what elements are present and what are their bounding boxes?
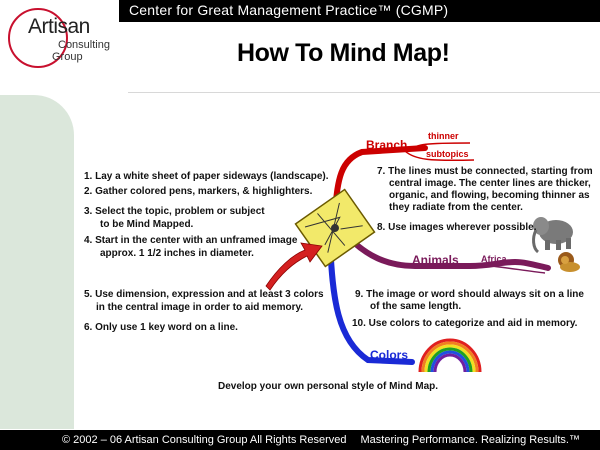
sidebar-decoration <box>0 95 74 429</box>
step-4a: 4. Start in the center with an unframed … <box>84 235 298 246</box>
header-banner: Center for Great Management Practice™ (C… <box>119 0 600 22</box>
step-3b: to be Mind Mapped. <box>100 219 194 230</box>
banner-text: Center for Great Management Practice™ (C… <box>129 2 449 18</box>
title-divider <box>128 92 600 93</box>
logo-circle-icon <box>8 8 68 68</box>
step-1: 1. Lay a white sheet of paper sideways (… <box>84 171 329 182</box>
subtopics-line <box>404 150 475 162</box>
thinner-line <box>409 142 471 151</box>
step-7d: they radiate from the center. <box>389 202 523 213</box>
branch-label: Branch <box>366 138 408 152</box>
page-title: How To Mind Map! <box>237 39 450 67</box>
africa-line <box>469 263 546 274</box>
step-9b: of the same length. <box>370 301 462 312</box>
logo-main-text: Artisan <box>28 15 90 38</box>
animals-label: Animals <box>412 253 459 267</box>
mind-map-diagram <box>265 142 580 373</box>
subtopics-label: subtopics <box>426 149 469 159</box>
step-5a: 5. Use dimension, expression and at leas… <box>84 289 324 300</box>
step-7a: 7. The lines must be connected, starting… <box>377 166 593 177</box>
step-7c: organic, and flowing, becoming thinner a… <box>389 190 590 201</box>
step-4b: approx. 1 1/2 inches in diameter. <box>100 248 254 259</box>
step-5b: in the central image in order to aid mem… <box>96 302 304 313</box>
step-8: 8. Use images wherever possible. <box>377 222 537 233</box>
closing-text: Develop your own personal style of Mind … <box>218 381 439 392</box>
step-9a: 9. The image or word should always sit o… <box>355 289 584 300</box>
africa-label: Africa <box>481 254 507 264</box>
step-10: 10. Use colors to categorize and aid in … <box>352 318 578 329</box>
step-2: 2. Gather colored pens, markers, & highl… <box>84 186 313 197</box>
rainbow-icon <box>418 338 482 373</box>
step-6: 6. Only use 1 key word on a line. <box>84 322 238 333</box>
lion-icon <box>558 252 580 272</box>
footer-copyright: © 2002 – 06 Artisan Consulting Group All… <box>62 434 347 446</box>
elephant-icon <box>532 217 573 254</box>
footer-tagline: Mastering Performance. Realizing Results… <box>360 434 580 446</box>
artisan-logo: Artisan Consulting Group <box>8 6 118 70</box>
arrow-icon <box>265 242 323 291</box>
step-7b: central image. The center lines are thic… <box>389 178 591 189</box>
colors-label: Colors <box>370 348 409 362</box>
thinner-label: thinner <box>428 131 459 141</box>
logo-sub-text-1: Consulting <box>58 39 110 51</box>
footer-bar <box>0 430 600 450</box>
step-3a: 3. Select the topic, problem or subject <box>84 206 265 217</box>
logo-sub-text-2: Group <box>52 51 83 63</box>
